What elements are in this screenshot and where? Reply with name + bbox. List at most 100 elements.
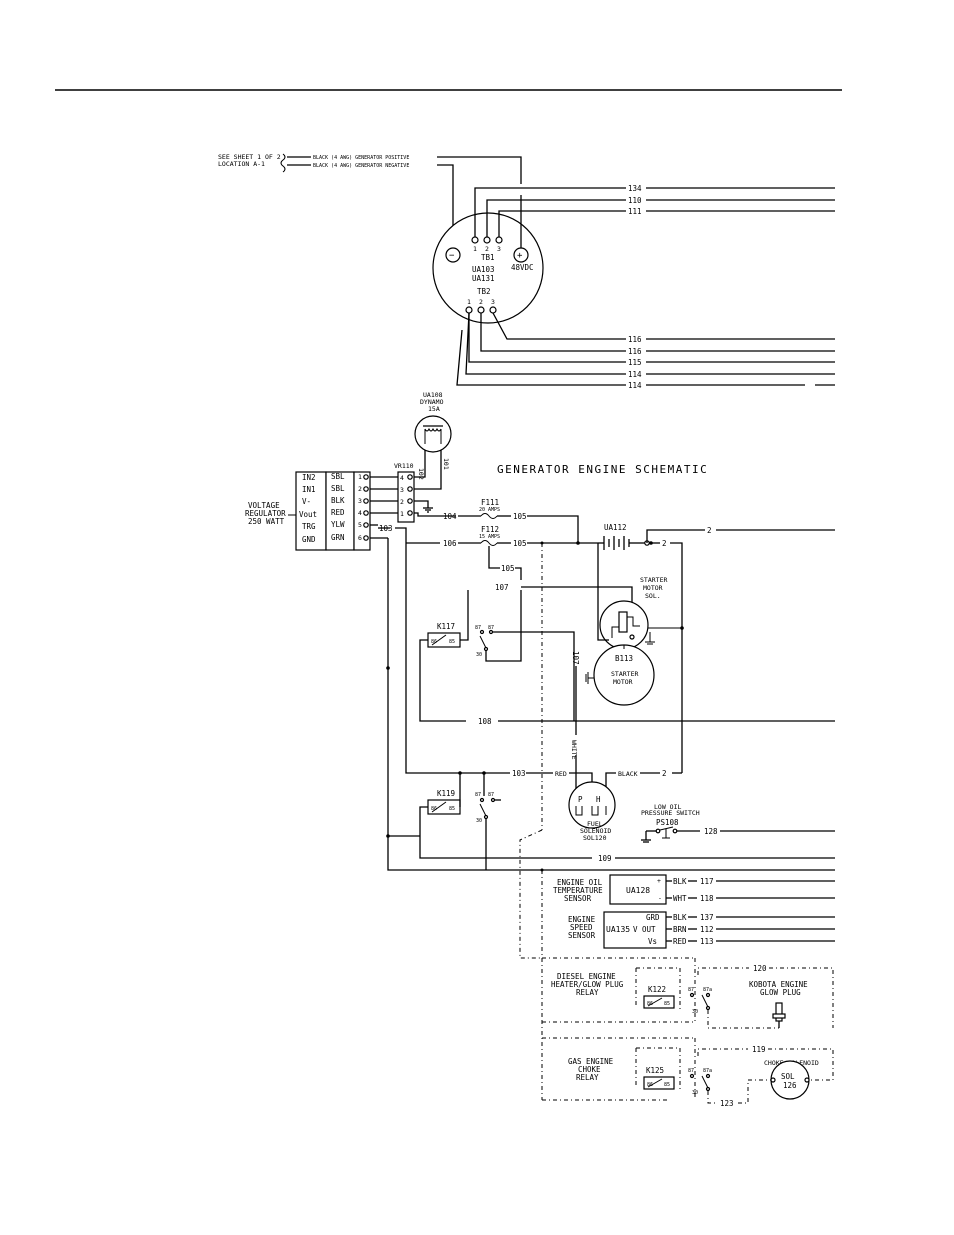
- svg-text:87a: 87a: [703, 1068, 712, 1074]
- svg-text:116: 116: [628, 347, 642, 356]
- svg-text:STARTER: STARTER: [640, 576, 667, 584]
- svg-text:SEE SHEET 1 OF 2: SEE SHEET 1 OF 2: [218, 153, 281, 161]
- svg-text:BLK: BLK: [331, 496, 345, 505]
- svg-text:3: 3: [497, 245, 501, 253]
- svg-text:K125: K125: [646, 1066, 664, 1075]
- svg-text:87: 87: [688, 1068, 694, 1074]
- svg-text:5: 5: [358, 521, 362, 529]
- svg-text:113: 113: [700, 937, 714, 946]
- svg-text:VOLTAGE: VOLTAGE: [248, 501, 280, 510]
- svg-text:87: 87: [688, 987, 694, 993]
- svg-text:101: 101: [442, 458, 450, 470]
- svg-text:102: 102: [417, 468, 425, 480]
- svg-text:WHT: WHT: [673, 894, 687, 903]
- svg-text:2: 2: [479, 298, 483, 306]
- svg-text:GRN: GRN: [331, 533, 345, 542]
- svg-text:15A: 15A: [428, 405, 440, 413]
- svg-text:DYNAMO: DYNAMO: [420, 398, 444, 406]
- svg-text:SOL.: SOL.: [645, 592, 661, 600]
- svg-text:SOL: SOL: [781, 1072, 795, 1081]
- svg-text:115: 115: [628, 358, 642, 367]
- svg-text:87: 87: [475, 625, 481, 631]
- svg-text:123: 123: [720, 1099, 734, 1108]
- svg-text:105: 105: [513, 512, 527, 521]
- svg-text:SOL120: SOL120: [583, 834, 607, 842]
- svg-text:117: 117: [700, 877, 714, 886]
- svg-text:GND: GND: [302, 535, 316, 544]
- svg-text:TB2: TB2: [477, 287, 491, 296]
- svg-text:FUEL: FUEL: [587, 820, 603, 828]
- svg-text:85: 85: [664, 1001, 670, 1007]
- svg-text:LOW OIL: LOW OIL: [654, 803, 681, 811]
- svg-text:+: +: [657, 877, 661, 885]
- svg-text:SENSOR: SENSOR: [564, 894, 592, 903]
- svg-text:Vs: Vs: [648, 937, 657, 946]
- svg-text:2: 2: [358, 485, 362, 493]
- svg-text:1: 1: [467, 298, 471, 306]
- svg-text:IN1: IN1: [302, 485, 316, 494]
- svg-text:B113: B113: [615, 654, 633, 663]
- svg-text:110: 110: [628, 196, 642, 205]
- svg-text:116: 116: [628, 335, 642, 344]
- svg-text:RELAY: RELAY: [576, 1073, 599, 1082]
- speed-sensor: ENGINE SPEED SENSOR UA135 GRD V OUT Vs B…: [568, 911, 835, 949]
- svg-text:30: 30: [692, 1090, 698, 1096]
- svg-text:−: −: [449, 251, 455, 261]
- svg-text:85: 85: [449, 806, 455, 812]
- kobota-glow-plug: KOBOTA ENGINE GLOW PLUG: [749, 980, 808, 1028]
- svg-text:86: 86: [431, 639, 437, 645]
- svg-text:CHOKE: CHOKE: [578, 1065, 601, 1074]
- tb2-wires: 116 116 115 114 114: [456, 312, 835, 390]
- glow-plug-relay: DIESEL ENGINE HEATER/GLOW PLUG RELAY K12…: [551, 964, 834, 1029]
- chassis-ground-lines: [519, 541, 696, 1101]
- svg-text:2: 2: [662, 769, 667, 778]
- svg-text:2: 2: [485, 245, 489, 253]
- svg-text:86: 86: [647, 1001, 653, 1007]
- svg-text:3: 3: [400, 486, 404, 494]
- svg-text:UA103: UA103: [472, 265, 495, 274]
- svg-text:2: 2: [400, 498, 404, 506]
- svg-text:UA131: UA131: [472, 274, 495, 283]
- schematic-title: GENERATOR ENGINE SCHEMATIC: [497, 463, 708, 476]
- svg-text:KOBOTA ENGINE: KOBOTA ENGINE: [749, 980, 808, 989]
- svg-text:TEMPERATURE: TEMPERATURE: [553, 886, 603, 895]
- svg-text:UA112: UA112: [604, 523, 627, 532]
- svg-text:104: 104: [443, 512, 457, 521]
- svg-text:111: 111: [628, 207, 642, 216]
- svg-text:87a: 87a: [703, 987, 712, 993]
- svg-text:112: 112: [700, 925, 714, 934]
- svg-text:137: 137: [700, 913, 714, 922]
- svg-text:106: 106: [443, 539, 457, 548]
- oil-pressure-switch: LOW OIL PRESSURE SWITCH PS108 128: [641, 803, 835, 843]
- svg-text:WHITE: WHITE: [570, 740, 578, 760]
- relay-k117: K117 86 85 108 87 87 30 107: [419, 590, 835, 726]
- svg-text:103: 103: [379, 524, 393, 533]
- fuel-solenoid: WHITE RED 2 BLACK P H FUEL SOLENOID SOL1…: [526, 666, 682, 842]
- svg-text:VR110: VR110: [394, 462, 414, 470]
- svg-text:H: H: [596, 795, 601, 804]
- svg-text:RED: RED: [331, 508, 345, 517]
- svg-text:BLK: BLK: [673, 913, 687, 922]
- svg-text:3: 3: [491, 298, 495, 306]
- svg-text:YLW: YLW: [331, 520, 345, 529]
- tb1-wires: 134 110 111: [474, 184, 835, 248]
- svg-text:105: 105: [501, 564, 515, 573]
- svg-text:SBL: SBL: [331, 484, 345, 493]
- svg-text:TRG: TRG: [302, 522, 316, 531]
- svg-text:SENSOR: SENSOR: [568, 931, 596, 940]
- svg-text:87: 87: [488, 792, 494, 798]
- svg-text:LOCATION A-1: LOCATION A-1: [218, 160, 265, 168]
- svg-text:134: 134: [628, 184, 642, 193]
- svg-text:109: 109: [598, 854, 612, 863]
- svg-text:6: 6: [358, 534, 362, 542]
- svg-text:1: 1: [358, 473, 362, 481]
- svg-text:BLK: BLK: [673, 877, 687, 886]
- svg-text:107: 107: [571, 651, 580, 665]
- vr110: VR110 4 3 2 1 104: [370, 462, 457, 523]
- dynamo-ua108: UA108 DYNAMO 15A 102 101: [412, 391, 452, 490]
- svg-text:107: 107: [495, 583, 509, 592]
- svg-text:BRN: BRN: [673, 925, 687, 934]
- svg-text:SPEED: SPEED: [570, 923, 593, 932]
- svg-text:4: 4: [358, 509, 362, 517]
